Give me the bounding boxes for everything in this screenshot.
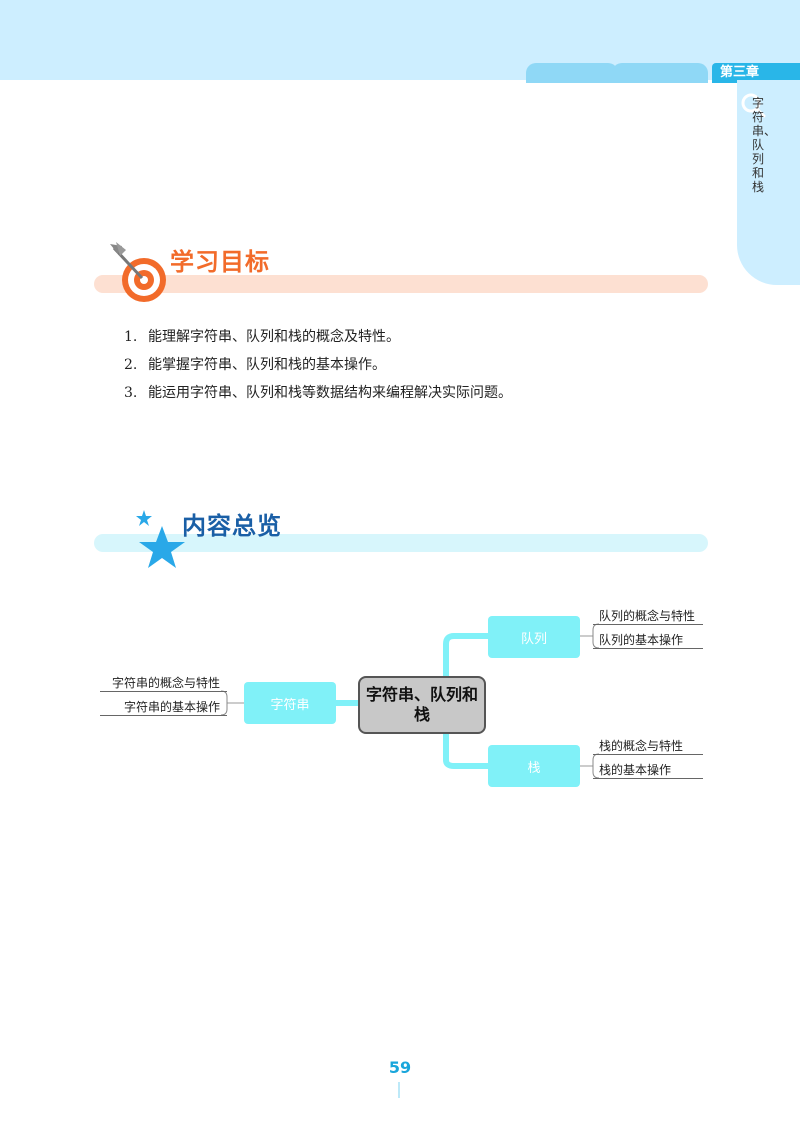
goals-list: 1.能理解字符串、队列和栈的概念及特性。 2.能掌握字符串、队列和栈的基本操作。… xyxy=(124,323,724,407)
page-number-tick xyxy=(398,1082,400,1098)
goals-header-bar xyxy=(94,275,708,293)
side-chapter-title: 字符串、队列和栈 xyxy=(752,96,777,194)
list-item: 2.能掌握字符串、队列和栈的基本操作。 xyxy=(124,357,386,373)
mindmap: 字符串、队列和栈 字符串 队列 栈 字符串的概念与特性 字符串的基本操作 队列的… xyxy=(90,600,710,800)
header-tab-decoration xyxy=(612,63,708,83)
chapter-tab: 第三章 xyxy=(712,63,800,83)
mindmap-node-stack: 栈 xyxy=(488,745,580,787)
mindmap-leaf: 队列的基本操作 xyxy=(599,633,684,647)
mindmap-node-string: 字符串 xyxy=(244,682,336,724)
list-item: 1.能理解字符串、队列和栈的概念及特性。 xyxy=(124,329,400,345)
leaf-underline xyxy=(593,624,703,625)
star-icon xyxy=(136,510,185,568)
list-item: 3.能运用字符串、队列和栈等数据结构来编程解决实际问题。 xyxy=(124,385,512,401)
leaf-underline xyxy=(100,691,227,692)
goals-title: 学习目标 xyxy=(170,248,270,276)
leaf-underline xyxy=(593,754,703,755)
overview-title: 内容总览 xyxy=(182,512,282,540)
mindmap-leaf: 字符串的基本操作 xyxy=(124,700,221,714)
page-number: 59 xyxy=(388,1058,412,1077)
mindmap-center-node: 字符串、队列和栈 xyxy=(358,676,486,734)
mindmap-leaf: 栈的基本操作 xyxy=(599,763,672,777)
leaf-underline xyxy=(593,778,703,779)
mindmap-leaf: 栈的概念与特性 xyxy=(599,739,684,753)
mindmap-node-queue: 队列 xyxy=(488,616,580,658)
leaf-underline xyxy=(100,715,227,716)
mindmap-connectors xyxy=(220,623,600,779)
header-tab-decoration xyxy=(526,63,618,83)
overview-header-bar xyxy=(94,534,708,552)
mindmap-leaf: 字符串的概念与特性 xyxy=(112,676,221,690)
side-chapter-tab xyxy=(737,80,800,285)
leaf-underline xyxy=(593,648,703,649)
target-icon xyxy=(110,242,166,302)
mindmap-leaf: 队列的概念与特性 xyxy=(599,609,696,623)
magnifier-icon xyxy=(741,93,766,118)
